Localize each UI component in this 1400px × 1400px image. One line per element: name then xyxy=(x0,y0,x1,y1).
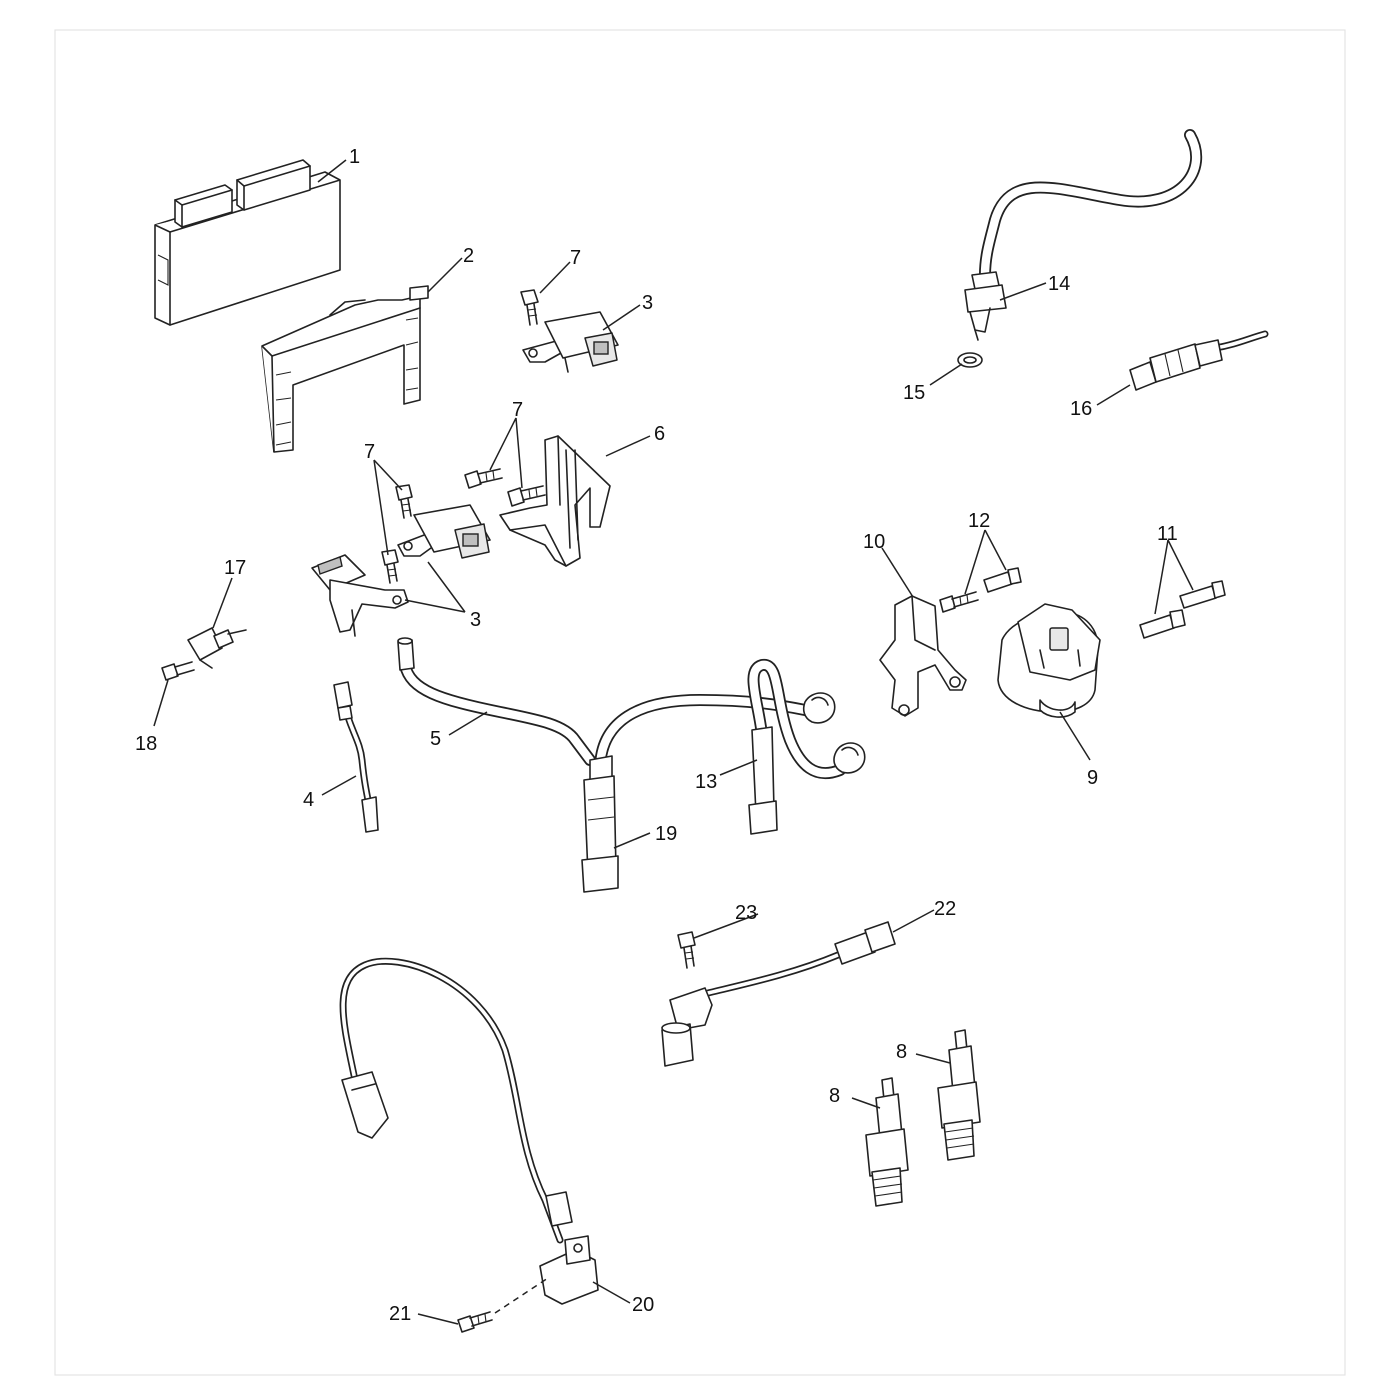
part-11-screw-b[interactable] xyxy=(1179,580,1226,609)
part-5-ht-lead[interactable] xyxy=(397,637,596,766)
part-22-crank-position-sensor[interactable] xyxy=(661,921,896,1067)
part-17-temperature-sensor[interactable] xyxy=(187,627,247,669)
callout-6: 6 xyxy=(654,423,665,445)
part-14-coolant-temp-sensor[interactable] xyxy=(964,129,1203,341)
part-20-throttle-position-sensor[interactable] xyxy=(339,957,599,1305)
callout-22: 22 xyxy=(934,898,956,920)
callout-7-middle: 7 xyxy=(512,399,523,421)
part-1-ecu[interactable] xyxy=(154,159,341,326)
part-15-sealing-washer[interactable] xyxy=(957,352,983,368)
callout-18: 18 xyxy=(135,733,157,755)
part-3-map-sensor-lower[interactable] xyxy=(311,554,409,637)
callout-16: 16 xyxy=(1070,398,1092,420)
part-7-bolt-b[interactable] xyxy=(507,485,546,507)
callout-15: 15 xyxy=(903,382,925,404)
callout-5: 5 xyxy=(430,728,441,750)
callout-labels: 1 2 7 3 7 6 7 3 17 18 4 5 19 13 10 12 11… xyxy=(135,146,1178,1325)
part-7-bolt-c[interactable] xyxy=(395,484,413,519)
callout-11: 11 xyxy=(1157,523,1178,545)
part-2-ecu-bracket[interactable] xyxy=(261,285,429,453)
callout-13: 13 xyxy=(695,771,717,793)
part-23-screw[interactable] xyxy=(677,931,696,969)
callout-23: 23 xyxy=(735,902,757,924)
callout-2: 2 xyxy=(463,245,474,267)
part-13-ht-lead[interactable] xyxy=(747,659,866,835)
part-21-screw[interactable] xyxy=(457,1277,549,1333)
part-4-sensor-lead[interactable] xyxy=(333,681,379,833)
page-frame xyxy=(54,29,1346,1376)
callout-8-upper: 8 xyxy=(896,1041,907,1063)
leader-lines xyxy=(153,159,1194,1325)
part-12-screw-a[interactable] xyxy=(939,591,979,613)
callout-21: 21 xyxy=(389,1303,411,1325)
callout-3-upper: 3 xyxy=(642,292,653,314)
callout-7-lower: 7 xyxy=(364,441,375,463)
callout-3-lower: 3 xyxy=(470,609,481,631)
part-6-sensor-bracket[interactable] xyxy=(499,435,611,567)
part-9-ignition-coil[interactable] xyxy=(997,603,1101,718)
callout-10: 10 xyxy=(863,531,885,553)
callout-20: 20 xyxy=(632,1294,654,1316)
part-12-screw-b[interactable] xyxy=(983,567,1022,593)
callout-12: 12 xyxy=(968,510,990,532)
part-7-bolt-upper[interactable] xyxy=(520,289,539,326)
part-3-map-sensor-upper[interactable] xyxy=(522,311,619,373)
callout-9: 9 xyxy=(1087,767,1098,789)
callout-17: 17 xyxy=(224,557,246,579)
callout-14: 14 xyxy=(1048,273,1070,295)
callout-19: 19 xyxy=(655,823,677,845)
part-18-screw[interactable] xyxy=(161,661,195,681)
part-8-spark-plug-b[interactable] xyxy=(937,1029,981,1161)
part-11-screw-a[interactable] xyxy=(1139,609,1186,639)
part-10-coil-bracket[interactable] xyxy=(879,595,967,717)
part-16-oxygen-sensor[interactable] xyxy=(1129,330,1269,391)
part-7-bolt-a[interactable] xyxy=(464,468,503,489)
callout-4: 4 xyxy=(303,789,314,811)
part-8-spark-plug-a[interactable] xyxy=(865,1077,909,1207)
callout-1: 1 xyxy=(349,146,360,168)
callout-8-lower: 8 xyxy=(829,1085,840,1107)
callout-7-upper: 7 xyxy=(570,247,581,269)
part-7-bolt-d[interactable] xyxy=(381,549,399,584)
part-3-map-sensor-middle[interactable] xyxy=(397,504,491,559)
